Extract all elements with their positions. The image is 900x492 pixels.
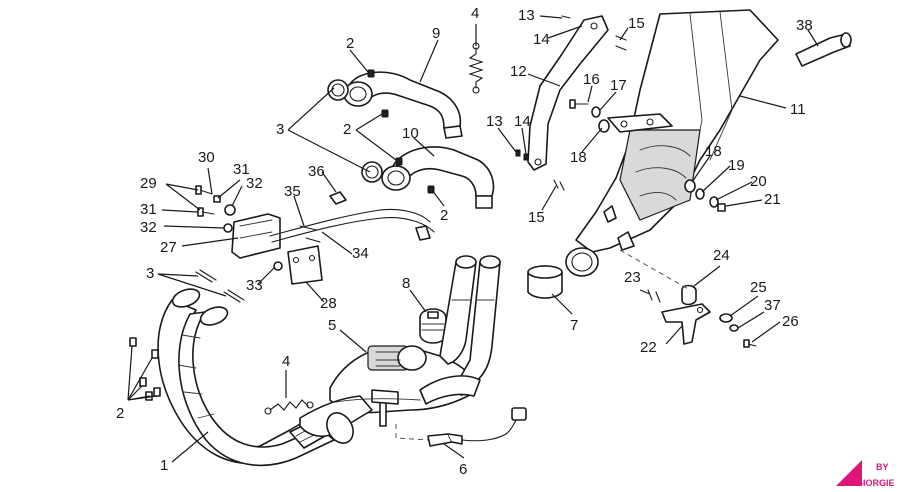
callout-26: 26 — [782, 313, 799, 330]
part-spring-lower — [264, 399, 314, 415]
callout-18: 18 — [705, 143, 722, 160]
callout-32: 32 — [246, 175, 263, 192]
part-tail-piece — [795, 32, 852, 67]
callout-17: 17 — [610, 77, 627, 94]
callout-25: 25 — [750, 279, 767, 296]
part-studs — [129, 337, 161, 401]
callout-37: 37 — [764, 297, 781, 314]
callout-22: 22 — [640, 339, 657, 356]
callout-15: 15 — [628, 15, 645, 32]
callout-28: 28 — [320, 295, 337, 312]
part-nuts — [367, 69, 435, 194]
part-silencer — [565, 9, 779, 277]
callout-13: 13 — [518, 7, 535, 24]
callout-29: 29 — [140, 175, 157, 192]
callout-16: 16 — [583, 71, 600, 88]
callout-14: 14 — [533, 31, 550, 48]
callout-8: 8 — [402, 275, 410, 292]
callout-9: 9 — [432, 25, 440, 42]
part-header-pipes — [157, 288, 335, 467]
callout-19: 19 — [728, 157, 745, 174]
callout-32: 32 — [140, 219, 157, 236]
part-hanger-bracket — [527, 15, 609, 171]
callout-35: 35 — [284, 183, 301, 200]
part-sleeve — [527, 265, 563, 299]
callout-7: 7 — [570, 317, 578, 334]
callout-4: 4 — [471, 5, 479, 22]
watermark-line1: BY — [876, 462, 889, 472]
callout-20: 20 — [750, 173, 767, 190]
callout-33: 33 — [246, 277, 263, 294]
callout-24: 24 — [713, 247, 730, 264]
leader-lines — [127, 15, 819, 463]
callout-36: 36 — [308, 163, 325, 180]
part-actuator-group — [195, 185, 435, 285]
watermark-triangle-icon — [836, 460, 862, 486]
callout-2: 2 — [343, 121, 351, 138]
callout-2: 2 — [346, 35, 354, 52]
part-fasteners-right — [515, 15, 757, 348]
callout-23: 23 — [624, 269, 641, 286]
callout-15: 15 — [528, 209, 545, 226]
callout-4: 4 — [282, 353, 290, 370]
callout-2: 2 — [440, 207, 448, 224]
part-spring-upper — [468, 42, 484, 94]
callout-38: 38 — [796, 17, 813, 34]
callout-27: 27 — [160, 239, 177, 256]
callout-14: 14 — [514, 113, 531, 130]
part-upper-pipe-9 — [327, 71, 463, 139]
callout-3: 3 — [146, 265, 154, 282]
callout-6: 6 — [459, 461, 467, 478]
watermark-line2: GIORGIE — [856, 478, 895, 488]
callout-3: 3 — [276, 121, 284, 138]
part-pipe-10 — [361, 146, 495, 209]
part-clamp — [419, 308, 447, 344]
callout-labels: 1 2 2 2 2 3 3 4 4 5 6 7 8 9 10 11 12 13 … — [116, 5, 813, 478]
part-rear-bracket — [619, 249, 711, 345]
callout-1: 1 — [160, 457, 168, 474]
callout-34: 34 — [352, 245, 369, 262]
callout-10: 10 — [402, 125, 419, 142]
callout-31: 31 — [233, 161, 250, 178]
callout-11: 11 — [790, 101, 806, 118]
part-flange-gaskets — [195, 269, 245, 303]
callout-12: 12 — [510, 63, 527, 80]
callout-21: 21 — [764, 191, 781, 208]
callout-2: 2 — [116, 405, 124, 422]
part-link-pipes — [419, 255, 501, 405]
callout-18: 18 — [570, 149, 587, 166]
part-lambda-sensor — [395, 407, 527, 447]
watermark-logo: BY GIORGIE — [836, 460, 895, 488]
callout-5: 5 — [328, 317, 336, 334]
callout-13: 13 — [486, 113, 503, 130]
callout-30: 30 — [198, 149, 215, 166]
callout-31: 31 — [140, 201, 157, 218]
